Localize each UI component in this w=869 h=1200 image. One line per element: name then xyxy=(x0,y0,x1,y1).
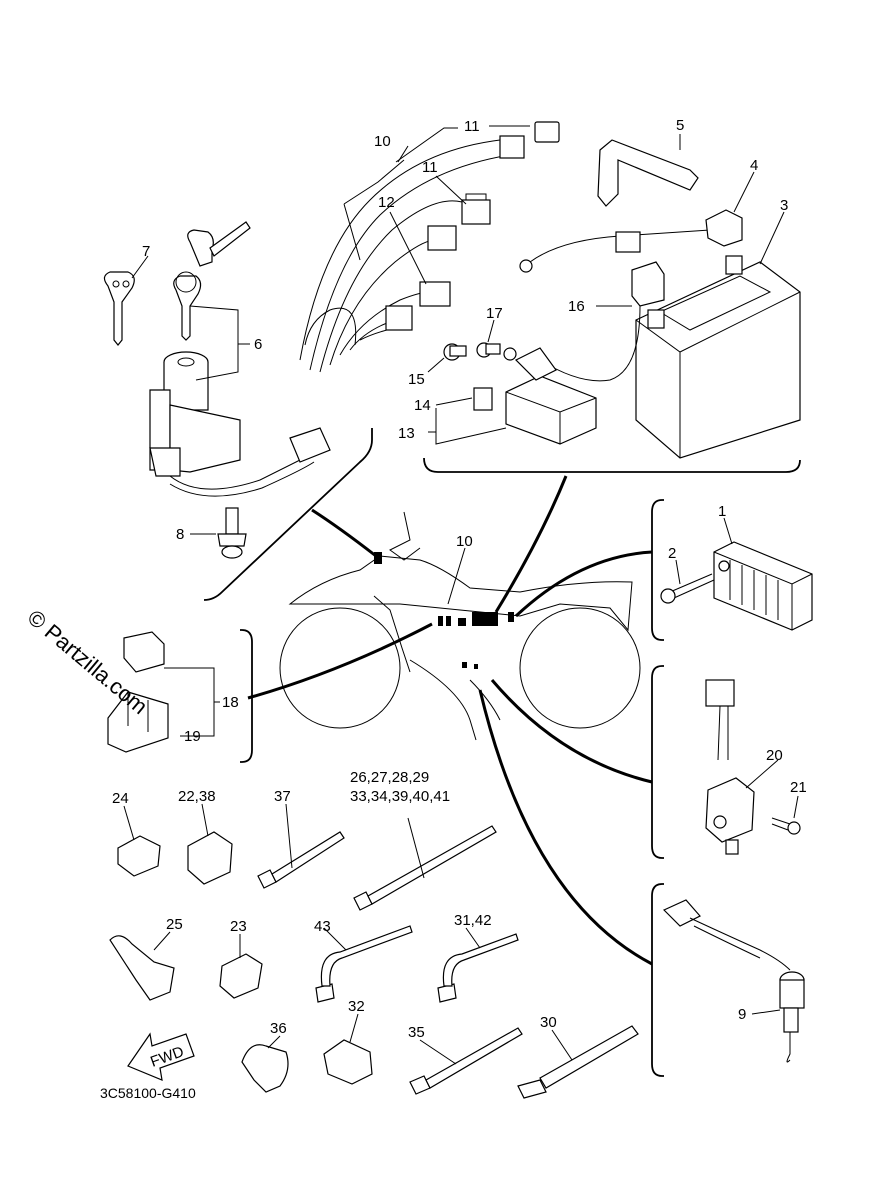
callout-10-top: 10 xyxy=(374,133,391,150)
callout-15: 15 xyxy=(408,371,425,388)
battery-3[interactable] xyxy=(635,255,801,459)
motorcycle-outline xyxy=(279,511,641,741)
connector-18[interactable] xyxy=(123,631,165,673)
switch-20[interactable] xyxy=(705,679,755,855)
bolt-2[interactable] xyxy=(660,573,715,604)
cable-tie-35[interactable] xyxy=(409,1027,523,1095)
key-7[interactable] xyxy=(103,271,135,346)
callout-labels: 11 10 11 12 5 4 3 16 17 15 14 13 7 6 8 1… xyxy=(112,117,807,1041)
callout-4: 4 xyxy=(750,157,758,174)
bolt-17[interactable] xyxy=(476,342,517,361)
callout-26-29: 26,27,28,29 xyxy=(350,769,429,786)
callout-37: 37 xyxy=(274,788,291,805)
callout-6: 6 xyxy=(254,336,262,353)
callout-19: 19 xyxy=(184,728,201,745)
callout-36: 36 xyxy=(270,1020,287,1037)
battery-cable-16[interactable] xyxy=(539,261,665,382)
callout-11-top: 11 xyxy=(464,118,480,135)
clamp-24[interactable] xyxy=(117,835,161,877)
callout-22-38: 22,38 xyxy=(178,788,216,805)
right-brackets xyxy=(240,499,664,1077)
diagram-code: 3C58100-G410 xyxy=(100,1085,196,1101)
connector-lines xyxy=(247,475,653,966)
clamp-22-38[interactable] xyxy=(187,831,233,885)
bolt-8[interactable] xyxy=(217,507,247,559)
wire-harness[interactable] xyxy=(299,139,511,373)
battery-cable-4[interactable] xyxy=(519,209,743,273)
clamp-32[interactable] xyxy=(323,1039,373,1085)
ignition-connector[interactable] xyxy=(289,427,331,463)
callout-35: 35 xyxy=(408,1024,425,1041)
bolt-15[interactable] xyxy=(443,343,467,361)
callout-9: 9 xyxy=(738,1006,746,1023)
starter-relay-13[interactable] xyxy=(505,347,597,445)
relay-connector-14[interactable] xyxy=(473,387,493,411)
callout-8: 8 xyxy=(176,526,184,543)
clamp-25[interactable] xyxy=(109,935,175,1001)
callout-10-bike: 10 xyxy=(456,533,473,550)
holder-19[interactable] xyxy=(107,691,169,753)
callout-13: 13 xyxy=(398,425,415,442)
callout-24: 24 xyxy=(112,790,129,807)
harness-connector-11-top[interactable] xyxy=(499,121,560,159)
callout-23: 23 xyxy=(230,918,247,935)
cable-tie-43[interactable] xyxy=(315,925,413,1003)
sensor-9[interactable] xyxy=(662,899,805,1063)
key-6-pair[interactable] xyxy=(173,221,251,341)
callout-5: 5 xyxy=(676,117,684,134)
callout-7: 7 xyxy=(142,243,150,260)
callout-25: 25 xyxy=(166,916,183,933)
forward-direction-icon: FWD xyxy=(127,1032,195,1081)
cable-tie-26-41[interactable] xyxy=(353,825,497,911)
callout-32: 32 xyxy=(348,998,365,1015)
harness-connector-12[interactable] xyxy=(385,225,457,331)
top-group-bracket xyxy=(203,428,801,601)
callout-2: 2 xyxy=(668,545,676,562)
callout-31-42: 31,42 xyxy=(454,912,492,929)
clamp-23[interactable] xyxy=(219,953,263,999)
ignition-switch[interactable] xyxy=(149,351,315,497)
callout-20: 20 xyxy=(766,747,783,764)
cable-tie-30[interactable] xyxy=(517,1025,639,1099)
callout-12: 12 xyxy=(378,194,395,211)
callout-16: 16 xyxy=(568,298,585,315)
callout-18: 18 xyxy=(222,694,239,711)
callout-33-41: 33,34,39,40,41 xyxy=(350,788,450,805)
rectifier-regulator-1[interactable] xyxy=(713,541,813,631)
leader-lines xyxy=(123,125,799,1065)
clamp-36[interactable] xyxy=(241,1044,289,1093)
callout-11: 11 xyxy=(422,159,438,176)
callout-21: 21 xyxy=(790,779,807,796)
callout-1: 1 xyxy=(718,503,726,520)
cable-tie-37[interactable] xyxy=(257,831,345,889)
callout-43: 43 xyxy=(314,918,331,935)
callout-14: 14 xyxy=(414,397,431,414)
battery-band-5[interactable] xyxy=(597,139,699,207)
cable-tie-31-42[interactable] xyxy=(437,933,519,1003)
bolt-21[interactable] xyxy=(771,817,801,835)
callout-17: 17 xyxy=(486,305,503,322)
callout-30: 30 xyxy=(540,1014,557,1031)
callout-3: 3 xyxy=(780,197,788,214)
harness-connector-11[interactable] xyxy=(461,193,491,225)
